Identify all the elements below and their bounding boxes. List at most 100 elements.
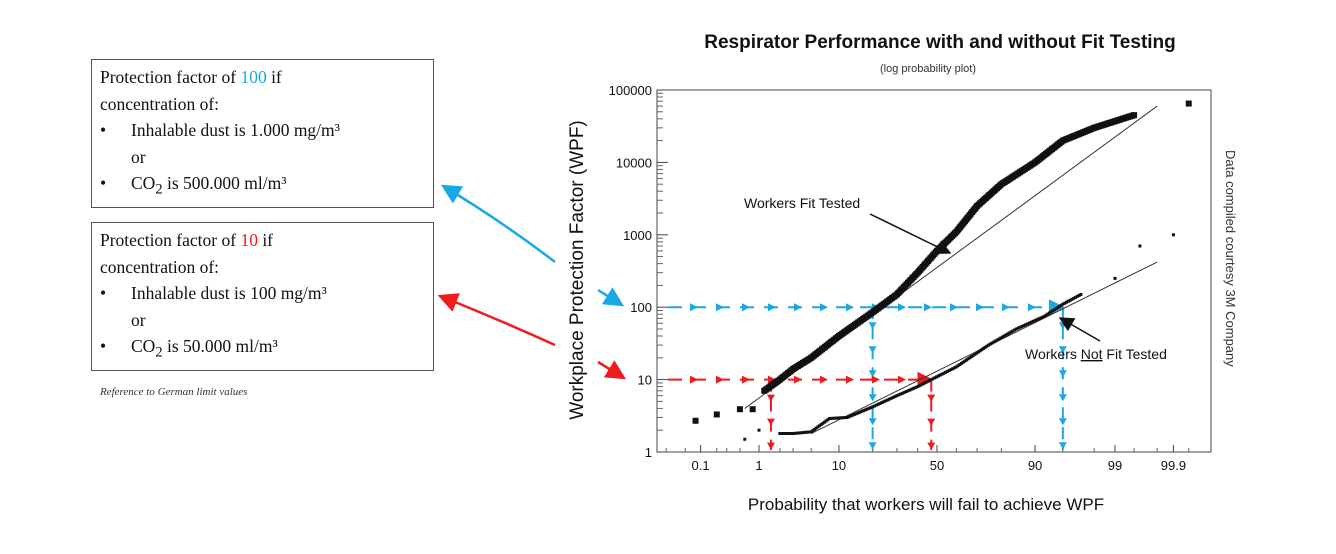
data-point-1 — [995, 338, 999, 342]
data-point-1 — [988, 342, 992, 346]
bullet-dust: Inhalable dust is 100 mg/m³ — [131, 283, 327, 303]
data-point-1 — [793, 431, 797, 435]
arrowhead-icon — [766, 418, 775, 426]
arrowhead-icon — [742, 375, 750, 384]
arrowhead-icon — [927, 442, 936, 450]
x-tick-label: 1 — [755, 458, 762, 473]
data-point-1 — [1079, 292, 1083, 296]
data-point-1 — [966, 357, 970, 361]
data-point-1 — [1020, 324, 1024, 328]
data-point-1 — [914, 385, 918, 389]
data-point-1 — [858, 410, 862, 414]
data-point-1 — [833, 416, 837, 420]
data-point-1 — [1007, 331, 1011, 335]
data-point-1 — [970, 355, 974, 359]
data-point-1 — [876, 402, 880, 406]
arrowhead-icon — [976, 303, 984, 312]
data-point-1 — [959, 361, 963, 365]
blue-arrow-to-box — [440, 184, 556, 263]
label-part: Fit Tested — [1103, 346, 1167, 362]
data-point-1 — [908, 388, 912, 392]
data-point-1 — [1075, 294, 1079, 298]
data-point-1 — [987, 343, 991, 347]
data-point-1 — [931, 377, 935, 381]
data-point-1 — [1113, 276, 1117, 280]
box-text: Protection factor of — [100, 230, 241, 250]
source-note: Data compiled courtesy 3M Company — [1223, 150, 1238, 367]
arrowhead-icon — [768, 303, 776, 312]
data-point-1 — [978, 349, 982, 353]
y-tick-label: 10 — [638, 373, 652, 388]
data-point-1 — [809, 430, 813, 434]
box-text: concentration of: — [100, 256, 220, 277]
data-point-1 — [968, 356, 972, 360]
data-point-1 — [1027, 321, 1031, 325]
data-point-1 — [865, 407, 869, 411]
arrowhead-icon — [1028, 303, 1036, 312]
arrowhead-icon — [872, 375, 880, 384]
data-point-1 — [778, 432, 782, 436]
arrowhead-icon — [868, 442, 877, 450]
data-point-1 — [856, 411, 860, 415]
arrowhead-icon — [950, 303, 958, 312]
data-point-1 — [975, 351, 979, 355]
data-point-1 — [980, 348, 984, 352]
data-point-1 — [990, 341, 994, 345]
arrowhead-icon — [868, 322, 877, 330]
data-point-1 — [849, 414, 853, 418]
data-point-1 — [1068, 298, 1072, 302]
x-tick-label: 99.9 — [1161, 458, 1186, 473]
data-point-0 — [692, 417, 699, 424]
data-point-1 — [1011, 329, 1015, 333]
arrowhead-icon — [1002, 303, 1010, 312]
data-point-1 — [992, 340, 996, 344]
data-point-1 — [867, 406, 871, 410]
data-point-0 — [713, 411, 720, 418]
data-point-1 — [835, 416, 839, 420]
label-fit-tested: Workers Fit Tested — [744, 195, 860, 211]
arrowhead-icon — [846, 375, 854, 384]
data-point-1 — [787, 432, 791, 436]
arrowhead-icon — [1058, 370, 1067, 378]
data-point-1 — [899, 392, 903, 396]
data-point-1 — [1002, 334, 1006, 338]
data-point-1 — [839, 416, 843, 420]
data-point-1 — [878, 401, 882, 405]
data-point-1 — [904, 390, 908, 394]
data-point-1 — [916, 385, 920, 389]
arrowhead-icon — [820, 375, 828, 384]
data-point-1 — [891, 395, 895, 399]
data-point-1 — [971, 353, 975, 357]
data-point-1 — [919, 383, 923, 387]
data-point-1 — [785, 432, 789, 436]
data-point-1 — [921, 382, 925, 386]
box-text: Protection factor of — [100, 67, 241, 87]
reference-note: Reference to German limit values — [100, 386, 248, 398]
arrowhead-icon — [927, 418, 936, 426]
protection-factor-10-box: Protection factor of 10 if concentration… — [91, 222, 434, 371]
data-point-1 — [897, 393, 901, 397]
data-point-1 — [906, 389, 910, 393]
arrowhead-icon — [868, 418, 877, 426]
data-point-1 — [851, 413, 855, 417]
arrowhead-icon — [924, 303, 932, 312]
arrowhead-icon — [1058, 346, 1067, 354]
box-text: if — [257, 230, 274, 250]
co2-text: CO — [131, 173, 156, 193]
data-point-1 — [812, 427, 816, 431]
arrowhead-icon — [716, 303, 724, 312]
data-point-1 — [893, 395, 897, 399]
data-point-1 — [854, 412, 858, 416]
data-point-1 — [1009, 330, 1013, 334]
data-point-1 — [831, 416, 835, 420]
data-point-1 — [1041, 315, 1045, 319]
red-arrow-to-box — [437, 293, 556, 347]
data-point-1 — [1024, 323, 1028, 327]
data-point-1 — [1053, 308, 1057, 312]
data-point-1 — [997, 337, 1001, 341]
arrowhead-icon — [898, 303, 906, 312]
data-point-1 — [956, 364, 960, 368]
data-point-1 — [880, 401, 884, 405]
data-point-1 — [910, 387, 914, 391]
data-point-1 — [884, 399, 888, 403]
